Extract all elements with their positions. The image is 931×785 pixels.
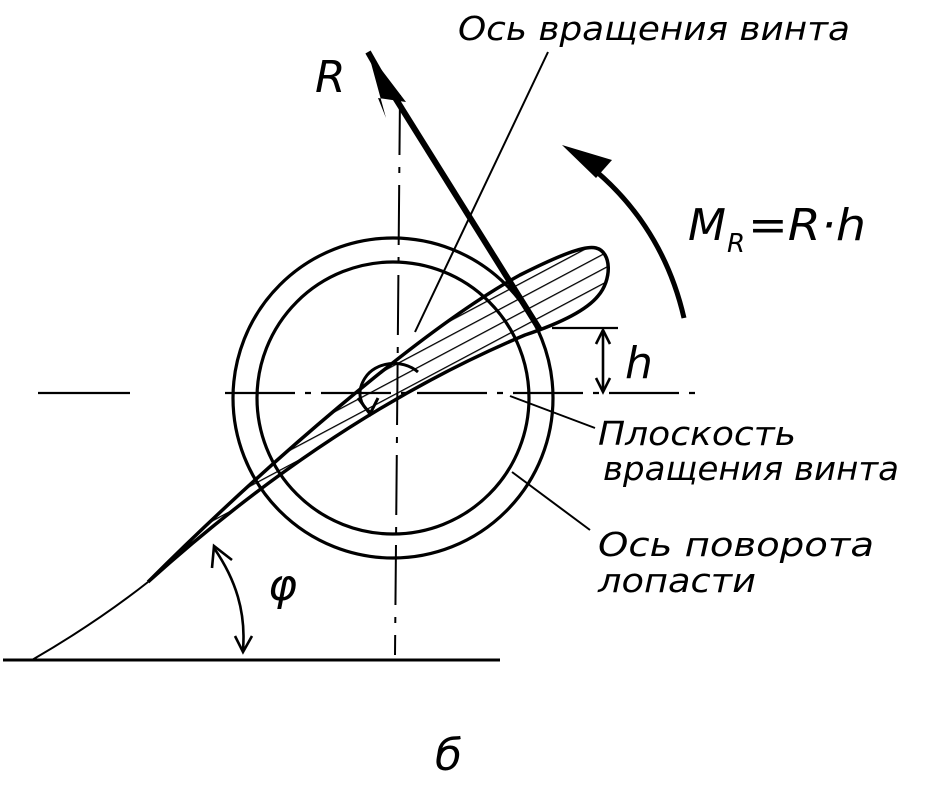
plane-of-rotation-label-2: вращения винта	[603, 449, 899, 488]
hub-outer-circle	[231, 236, 555, 560]
blade-pivot-label-1: Ось поворота	[598, 525, 874, 564]
blade-pivot-label-2: лопасти	[597, 561, 756, 600]
subfigure-letter: б	[435, 730, 462, 781]
plane-of-rotation-leader	[509, 395, 596, 429]
moment-arrowhead	[562, 145, 612, 178]
angle-phi-label: φ	[268, 560, 297, 611]
chord-extension-line	[31, 581, 149, 661]
force-label: R	[315, 52, 346, 103]
blade-pivot-leader	[511, 471, 591, 531]
arm-label: h	[625, 338, 653, 389]
moment-label-rest: =R·h	[748, 200, 866, 251]
axis-of-rotation-leader	[414, 51, 549, 333]
angle-phi-arc	[212, 547, 245, 651]
force-vector-R	[381, 78, 543, 332]
plane-of-rotation-label-1: Плоскость	[598, 414, 796, 453]
axis-of-rotation-label: Ось вращения винта	[458, 9, 850, 48]
blade-section	[146, 245, 610, 584]
hub-inner-circle	[255, 260, 531, 536]
moment-label-sub: R	[727, 229, 745, 259]
moment-label-main: M	[688, 200, 726, 251]
